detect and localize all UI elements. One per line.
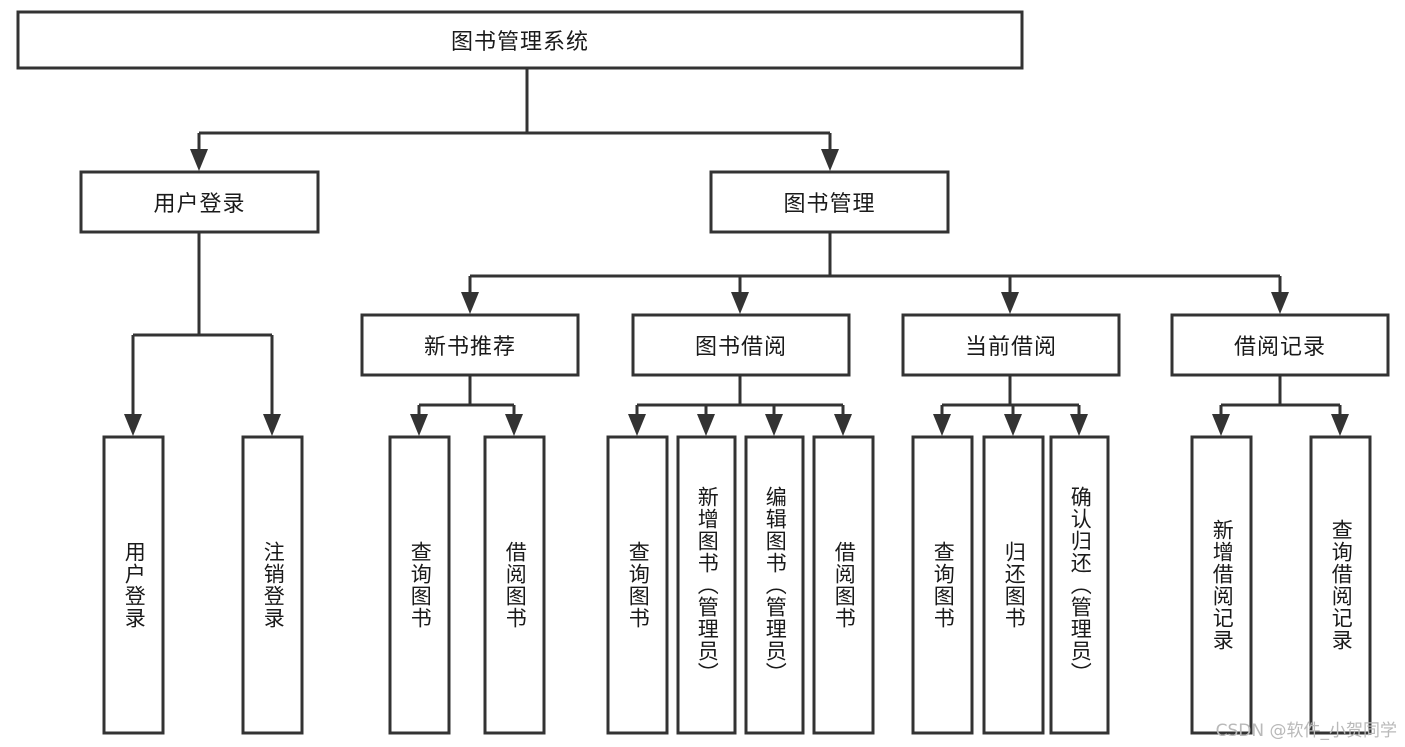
- arrow-head: [1331, 414, 1349, 436]
- node-leaf-query-book-current-box: [911, 435, 974, 735]
- node-user-login-box: [79, 170, 320, 234]
- node-current-borrow-box: [901, 313, 1121, 377]
- arrow-head: [834, 414, 852, 436]
- node-leaf-add-book-admin-box: [676, 435, 737, 735]
- arrow-head: [1070, 414, 1088, 436]
- arrow-head: [505, 414, 523, 436]
- node-leaf-return-book-box: [982, 435, 1045, 735]
- arrow-head: [1212, 414, 1230, 436]
- node-leaf-user-login-box: [102, 435, 165, 735]
- node-borrow-record-box: [1170, 313, 1390, 377]
- arrow-head: [1001, 292, 1019, 314]
- connectors-layer: [124, 68, 1349, 436]
- arrow-head: [263, 414, 281, 436]
- arrow-head: [410, 414, 428, 436]
- node-book-management-box: [709, 170, 950, 234]
- arrow-head: [933, 414, 951, 436]
- node-leaf-borrow-book-box: [812, 435, 875, 735]
- arrow-head: [461, 292, 479, 314]
- node-leaf-edit-book-admin-box: [744, 435, 805, 735]
- arrow-head: [1004, 414, 1022, 436]
- node-leaf-query-book-recommend-box: [388, 435, 451, 735]
- node-book-borrow-box: [631, 313, 851, 377]
- arrow-head: [124, 414, 142, 436]
- node-leaf-confirm-return-admin-box: [1049, 435, 1110, 735]
- node-leaf-query-borrow-record-box: [1309, 435, 1372, 735]
- arrow-head: [628, 414, 646, 436]
- node-leaf-add-borrow-record-box: [1190, 435, 1253, 735]
- arrow-head: [821, 149, 839, 171]
- boxes-layer: [16, 10, 1390, 735]
- arrow-head: [1271, 292, 1289, 314]
- node-new-book-recommend-box: [360, 313, 580, 377]
- arrow-head: [731, 292, 749, 314]
- node-leaf-query-book-borrow-box: [606, 435, 669, 735]
- arrow-head: [190, 149, 208, 171]
- node-root-box: [16, 10, 1024, 70]
- arrow-head: [697, 414, 715, 436]
- arrow-head: [765, 414, 783, 436]
- node-leaf-logout-login-box: [241, 435, 304, 735]
- node-leaf-borrow-book-recommend-box: [483, 435, 546, 735]
